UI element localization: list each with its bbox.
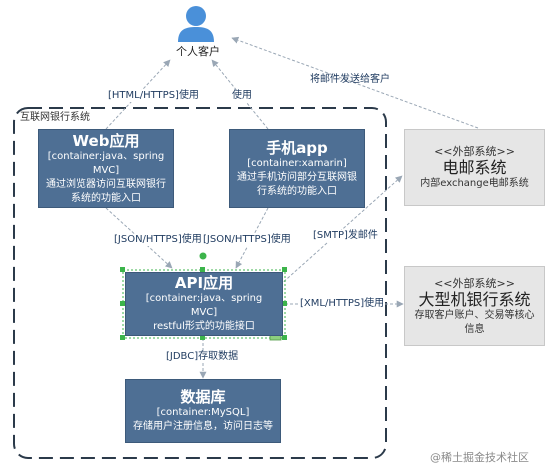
api-app-desc: restful形式的功能接口 xyxy=(153,321,255,332)
person-icon xyxy=(178,6,214,42)
person-label: 个人客户 xyxy=(176,45,220,58)
mobile-app-container[interactable]: 手机app [container:xamarin] 通过手机访问部分互联网银行系… xyxy=(229,129,365,208)
email-system-tag: <<外部系统>> xyxy=(434,145,515,158)
api-app-title: API应用 xyxy=(174,274,234,292)
mainframe-system-box[interactable]: <<外部系统>> 大型机银行系统 存取客户账户、交易等核心信息 xyxy=(404,266,545,346)
api-app-tech: [container:java、spring MVC] xyxy=(145,293,263,318)
mainframe-system-title: 大型机银行系统 xyxy=(418,289,531,309)
web-app-title: Web应用 xyxy=(72,131,140,150)
edge-label-email-person: 将邮件发送给客户 xyxy=(310,74,390,85)
edge-label-api-db: [JDBC]存取数据 xyxy=(166,351,239,363)
web-app-desc: 通过浏览器访问互联网银行系统的功能入口 xyxy=(46,178,166,204)
email-system-box[interactable]: <<外部系统>> 电邮系统 内部exchange电邮系统 xyxy=(404,129,545,206)
mobile-app-title: 手机app xyxy=(266,138,328,157)
mainframe-system-tag: <<外部系统>> xyxy=(434,276,515,290)
database-desc: 存储用户注册信息，访问日志等 xyxy=(133,421,273,432)
web-app-tech: [container:java、spring MVC] xyxy=(47,150,165,176)
email-system-desc: 内部exchange电邮系统 xyxy=(420,178,529,189)
edge-label-web-api: [JSON/HTTPS]使用 xyxy=(114,234,202,246)
edge-mobile-to-api xyxy=(235,207,269,269)
web-app-container[interactable]: Web应用 [container:java、spring MVC] 通过浏览器访… xyxy=(38,129,174,208)
mobile-app-desc: 通过手机访问部分互联网银行系统的功能入口 xyxy=(237,171,357,197)
database-title: 数据库 xyxy=(180,388,226,406)
system-boundary xyxy=(13,107,387,459)
edge-email-to-person xyxy=(231,36,479,129)
mobile-app-tech: [container:xamarin] xyxy=(247,157,347,169)
edge-label-mobile-api: [JSON/HTTPS]使用 xyxy=(203,234,291,246)
edge-label-api-email: [SMTP]发邮件 xyxy=(313,230,378,242)
mainframe-system-desc: 存取客户账户、交易等核心信息 xyxy=(414,309,535,335)
database-tech: [container:MySQL] xyxy=(156,407,250,418)
api-app-container[interactable]: API应用 [container:java、spring MVC] restfu… xyxy=(125,272,283,336)
edge-label-api-mainframe: [XML/HTTPS]使用 xyxy=(300,298,385,310)
boundary-label: 互联网银行系统 xyxy=(20,112,90,123)
edge-label-web-person: [HTML/HTTPS]使用 xyxy=(108,90,199,102)
database-container[interactable]: 数据库 [container:MySQL] 存储用户注册信息，访问日志等 xyxy=(125,379,281,443)
email-system-title: 电邮系统 xyxy=(442,158,507,177)
watermark: @稀土掘金技术社区 xyxy=(430,451,529,464)
edge-label-mobile-person: 使用 xyxy=(232,90,252,102)
